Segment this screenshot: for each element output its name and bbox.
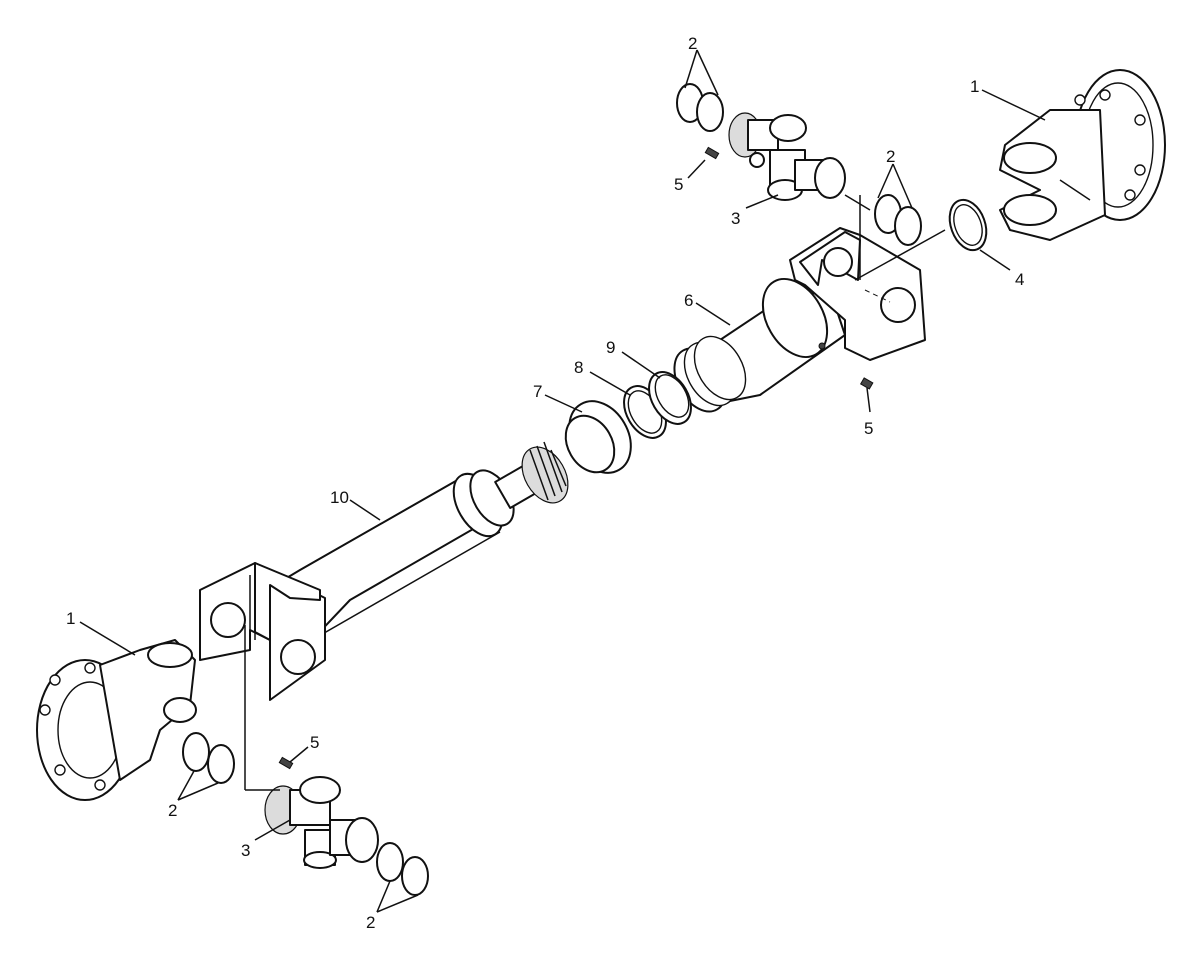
callout-3-top: 3 xyxy=(731,209,740,228)
grease-fitting-top xyxy=(704,146,720,160)
seal-ring xyxy=(948,198,988,252)
callout-6: 6 xyxy=(684,291,693,310)
callout-2-top-a: 2 xyxy=(688,34,697,53)
callout-8: 8 xyxy=(574,358,583,377)
callout-5-bottom: 5 xyxy=(310,733,319,752)
grease-fitting-yoke xyxy=(859,377,874,390)
snap-rings-bottom-b xyxy=(376,842,429,896)
dust-cap xyxy=(564,400,632,474)
callout-3-bottom: 3 xyxy=(241,841,250,860)
yoke-flange-bottom xyxy=(36,639,197,801)
seal xyxy=(648,371,692,425)
callout-9: 9 xyxy=(606,338,615,357)
callout-7: 7 xyxy=(533,382,542,401)
callout-1-bottom: 1 xyxy=(66,609,75,628)
tube-yoke xyxy=(199,562,326,701)
slip-yoke xyxy=(673,227,926,413)
assembly-lines xyxy=(244,179,1091,791)
yoke-flange-top xyxy=(999,69,1166,241)
callout-5-top: 5 xyxy=(674,175,683,194)
callout-1-top: 1 xyxy=(970,77,979,96)
snap-rings-top-a xyxy=(676,83,724,132)
callout-5-yoke: 5 xyxy=(864,419,873,438)
callout-4: 4 xyxy=(1015,270,1024,289)
callout-10: 10 xyxy=(330,488,349,507)
callout-2-bottom-b: 2 xyxy=(366,913,375,932)
spider-top xyxy=(728,112,846,201)
callout-labels: 1 1 2 2 2 2 3 3 4 5 5 5 6 7 8 9 10 xyxy=(66,34,1024,932)
snap-rings-bottom-a xyxy=(182,732,235,784)
spline-end xyxy=(521,441,569,504)
callout-2-bottom-a: 2 xyxy=(168,801,177,820)
snap-rings-top-b xyxy=(874,194,922,246)
grease-fitting-bottom xyxy=(278,756,294,770)
spider-bottom xyxy=(264,776,379,869)
leader-lines xyxy=(79,49,1046,913)
callout-2-top-b: 2 xyxy=(886,147,895,166)
